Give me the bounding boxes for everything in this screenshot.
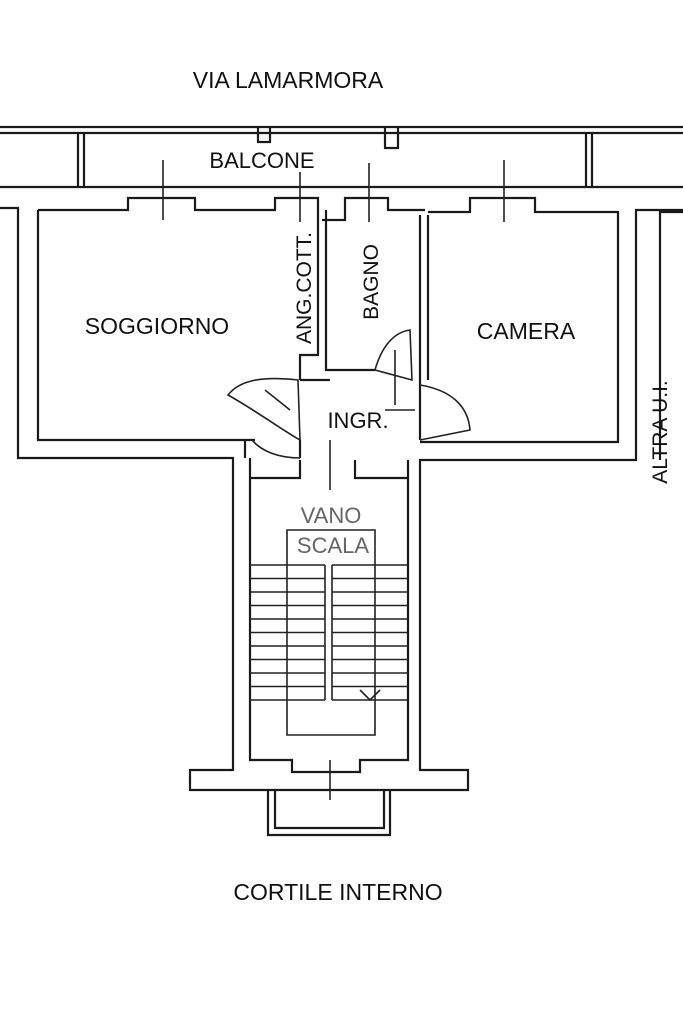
room-label-soggiorno: SOGGIORNO <box>85 313 229 339</box>
room-label-balcone: BALCONE <box>209 148 314 173</box>
street-label: VIA LAMARMORA <box>193 67 384 93</box>
exterior-walls <box>0 185 683 792</box>
rear-landing <box>266 790 392 837</box>
room-label-bagno: BAGNO <box>360 244 383 320</box>
room-label-vano: VANO <box>301 503 362 528</box>
room-label-ingresso: INGR. <box>327 408 388 433</box>
interior-walls <box>243 210 430 458</box>
room-label-camera: CAMERA <box>477 318 576 344</box>
room-label-scala: SCALA <box>297 533 369 558</box>
room-label-angolo-cottura: ANG.COTT. <box>293 232 316 344</box>
neighbor-unit-label: ALTRA U.I. <box>649 380 672 483</box>
door-swings <box>162 160 505 800</box>
staircase <box>250 529 408 736</box>
courtyard-label: CORTILE INTERNO <box>233 879 442 905</box>
balcony-railing <box>0 125 683 187</box>
